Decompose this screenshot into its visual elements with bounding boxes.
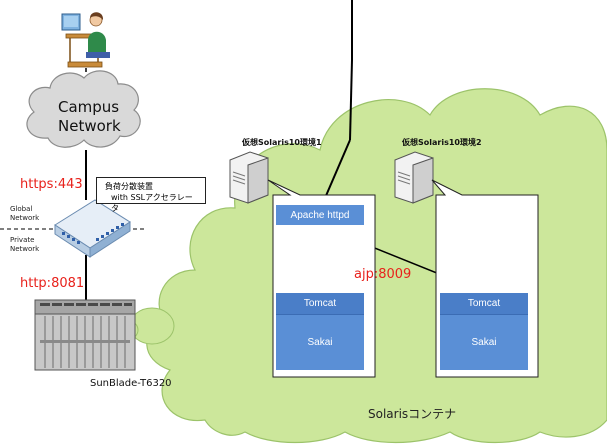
campus-network-label-line2: Network [58,117,121,135]
zone1-sakai-box: Sakai [276,315,364,370]
global-network-label-line2: Network [10,214,40,222]
load-balancer-callout: 負荷分散装置 with SSLアクセラレータ [96,177,206,213]
sunblade-server-icon [34,299,136,371]
user-workstation-icon [61,12,110,68]
campus-network-cloud [26,70,141,148]
load-balancer-callout-line2: with SSLアクセラレータ [111,193,193,213]
solaris-container-label: Solarisコンテナ [368,407,457,421]
zone2-sakai-box: Sakai [440,315,528,370]
zone1-label: 仮想Solaris10環境1 [242,138,322,147]
private-network-label: Private Network [10,236,39,254]
zone2-label: 仮想Solaris10環境2 [402,138,482,147]
campus-network-label-line1: Campus [58,98,120,116]
https-port-label: https:443 [20,177,83,192]
zone1-tomcat-box: Tomcat [276,293,364,315]
ajp-port-label: ajp:8009 [354,267,412,282]
server-name-label: SunBlade-T6320 [90,378,172,389]
campus-network-label: Campus Network [58,98,121,136]
zone2-server-icon [394,151,434,204]
global-network-label-line1: Global [10,205,33,213]
load-balancer-icon [54,199,131,258]
zone1-server-icon [229,151,269,204]
private-network-label-line2: Network [10,245,40,253]
load-balancer-callout-line1: 負荷分散装置 [105,182,153,191]
http-port-label: http:8081 [20,276,85,291]
zone1-apache-box: Apache httpd [276,205,364,225]
zone2-tomcat-box: Tomcat [440,293,528,315]
global-network-label: Global Network [10,205,39,223]
private-network-label-line1: Private [10,236,35,244]
